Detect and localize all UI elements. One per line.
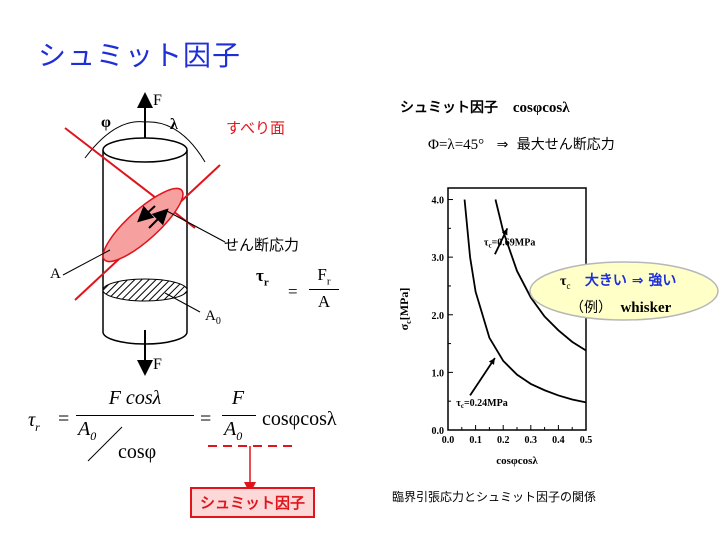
tau-definition-eq: = [288,282,298,301]
lambda-label: λ [170,116,178,133]
shear-stress-label: せん断応力 [224,236,300,254]
note-line2: （例） whisker [570,300,672,316]
max-shear-condition: Φ=λ=45° ⇒ 最大せん断応力 [428,137,615,153]
lambda-arc [144,121,206,163]
y-axis-label: σc[MPa] [397,288,413,331]
slip-plane-label: すべり面 [226,119,285,137]
tau-definition-den: A [317,292,331,311]
x-tick-label: 0.1 [469,435,482,446]
area-a-label: A [50,266,61,282]
page-title: シュミット因子 [38,39,242,72]
y-tick-label: 2.0 [432,311,445,322]
cylinder-top [102,137,188,163]
annotation-arrowhead-0 [501,228,508,236]
x-tick-label: 0.5 [580,435,593,446]
area-a0-leader [164,292,201,313]
y-tick-label: 4.0 [432,196,445,207]
main-formula: τr = F cosλ A0 cosφ = F A0 cosφcosλ [28,387,337,463]
cylinder-bottom [102,331,188,345]
schmid-factor-box: シュミット因子 [190,487,316,518]
series-annotation-1: τc=0.24MPa [456,398,507,410]
note-bubble [529,261,719,321]
shear-leader [164,209,226,243]
phi-arc [84,121,146,159]
annotation-arrowhead-1 [488,357,495,365]
schmid-header: シュミット因子 cosφcosλ [400,100,570,116]
annotation-arrow-1 [469,357,496,396]
force-top-label: F [153,92,162,109]
y-tick-label: 0.0 [432,426,445,437]
sigma-vs-schmid-chart: 0.0 1.0 2.0 3.0 4.0 0.0 0.1 0.2 0.3 0.4 0.5 cosφcos… [397,187,593,467]
slip-plane [102,187,184,263]
tau-definition-formula: τr [256,266,269,289]
x-tick-label: 0.2 [497,435,510,446]
series-line-1 [463,199,587,404]
y-tick-label: 3.0 [432,253,445,264]
schmid-cylinder-diagram [62,92,226,376]
x-tick-label: 0.0 [442,435,455,446]
cross-section-a0 [102,278,188,302]
tau-definition-num: Fr [317,265,331,288]
series-line-0 [494,199,587,352]
series-annotation-0: τc=0.69MPa [484,238,535,250]
y-tick-label: 1.0 [432,368,445,379]
phi-label: φ [101,114,111,131]
x-tick-label: 0.3 [525,435,538,446]
x-tick-label: 0.4 [552,435,565,446]
x-axis-label: cosφcosλ [496,455,538,467]
area-a0-label: A0 [205,308,221,327]
area-a-leader [62,249,111,276]
chart-caption: 臨界引張応力とシュミット因子の関係 [392,490,597,504]
force-bottom-label: F [153,356,162,373]
note-line1: τc 大きい ⇒ 強い [560,273,677,291]
